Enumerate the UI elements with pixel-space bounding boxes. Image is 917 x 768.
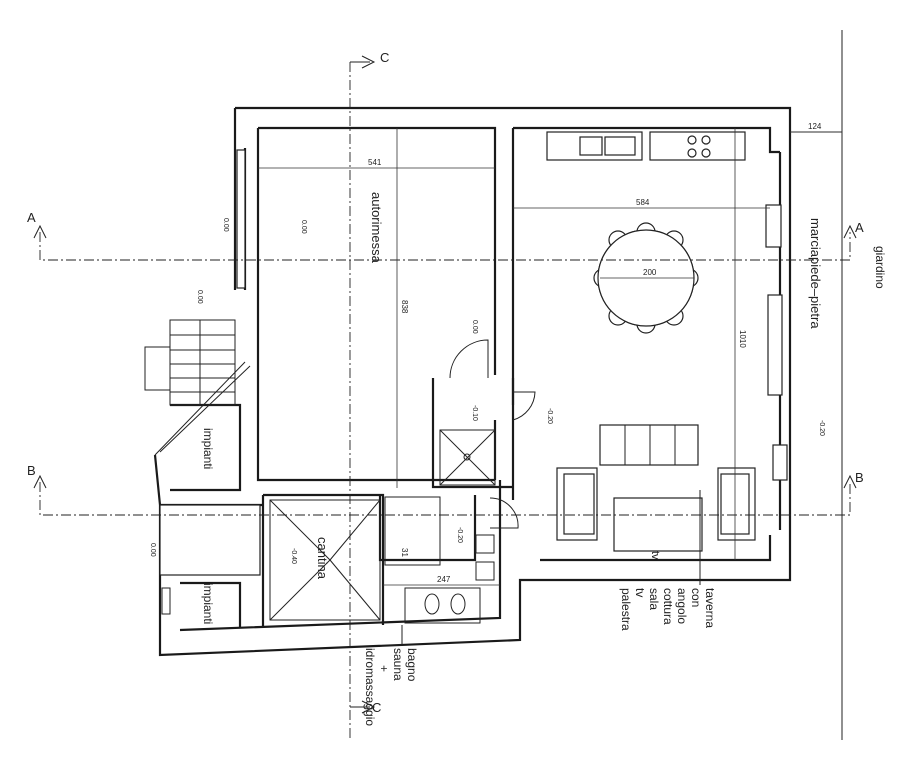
living-area [556, 424, 756, 552]
shower [439, 429, 496, 486]
left-windows [159, 149, 261, 576]
stamp-31: 31 [400, 548, 409, 557]
room-labels: autorimessa impianti impianti cantina 31… [201, 192, 887, 726]
level-marker: -0.20 [818, 420, 825, 436]
dim-584: 584 [636, 198, 650, 207]
section-label-c-top: C [380, 50, 389, 65]
room-label-giardino: giardino [873, 246, 887, 289]
room-label-bagno-1: bagno [405, 648, 419, 682]
level-marker: 0.00 [471, 320, 478, 334]
bathroom [384, 496, 495, 624]
section-label-b-left: B [27, 463, 36, 478]
level-marker: -0.10 [471, 405, 478, 421]
dimension-lines [258, 128, 842, 586]
dim-124: 124 [808, 122, 822, 131]
section-labels: A A B B C C [27, 50, 864, 715]
level-marker: -0.40 [290, 548, 297, 564]
room-label-taverna-2: con [689, 588, 703, 607]
cantina-detail [161, 499, 381, 621]
staircase [144, 319, 251, 456]
section-label-a-right: A [855, 220, 864, 235]
section-label-b-right: B [855, 470, 864, 485]
room-label-taverna-3: angolo [675, 588, 689, 624]
room-label-taverna-5: sala [647, 588, 661, 610]
level-markers: 0.00 0.00 0.00 0.00 -0.10 -0.20 -0.20 -0… [149, 218, 825, 564]
room-label-impianti-bottom: impianti [201, 583, 215, 624]
level-marker: -0.20 [456, 527, 463, 543]
leader-lines [390, 490, 701, 646]
dining-table [593, 222, 699, 334]
room-label-taverna-1: taverna [703, 588, 717, 628]
tv-mark: tv [649, 551, 661, 560]
section-lines [33, 55, 857, 740]
level-marker: 0.00 [300, 220, 307, 234]
dim-1010: 1010 [738, 330, 747, 348]
dim-200: 200 [643, 268, 657, 277]
dim-838: 838 [400, 300, 409, 314]
room-label-bagno-3: + [377, 665, 391, 672]
level-marker: 0.00 [149, 543, 156, 557]
room-label-taverna-7: palestra [619, 588, 633, 631]
dimension-labels: 124 541 584 200 838 1010 247 [368, 122, 822, 584]
doors [449, 339, 536, 529]
section-label-c-bottom: C [372, 700, 381, 715]
room-label-autorimessa: autorimessa [369, 192, 384, 264]
room-label-bagno-2: sauna [391, 648, 405, 681]
kitchen [546, 131, 746, 161]
dim-247: 247 [437, 575, 451, 584]
room-label-marciapiede: marciapiede–pietra [808, 218, 823, 329]
room-label-bagno-4: idromassaggio [363, 648, 377, 726]
level-marker: -0.20 [546, 408, 553, 424]
room-label-cantina: cantina [315, 537, 330, 580]
level-marker: 0.00 [222, 218, 229, 232]
level-marker: 0.00 [196, 290, 203, 304]
dim-541: 541 [368, 158, 382, 167]
room-label-impianti-top: impianti [201, 428, 215, 469]
room-label-taverna-4: cottura [661, 588, 675, 625]
section-label-a-left: A [27, 210, 36, 225]
boundary-lines [790, 30, 843, 740]
room-label-taverna-6: tv [633, 588, 647, 597]
right-windows [765, 152, 788, 530]
